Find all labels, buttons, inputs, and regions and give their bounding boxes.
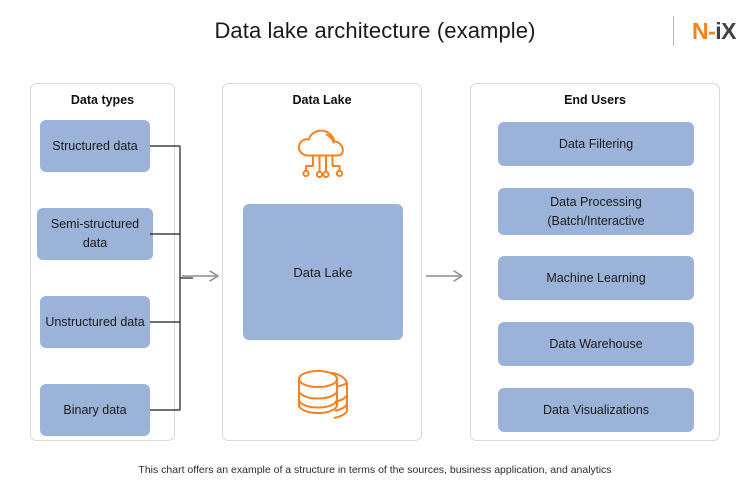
end-user-box-data-filtering[interactable]: Data Filtering [498,122,694,166]
data-type-box-semi-structured[interactable]: Semi-structured data [37,208,153,260]
end-user-box-data-processing[interactable]: Data Processing (Batch/Interactive [498,188,694,235]
panel-title-data-types: Data types [70,93,135,107]
data-type-box-unstructured[interactable]: Unstructured data [40,296,150,348]
end-user-box-machine-learning[interactable]: Machine Learning [498,256,694,300]
panel-title-end-users: End Users [564,93,626,107]
data-type-box-structured[interactable]: Structured data [40,120,150,172]
logo-text: N-iX [691,17,737,45]
panel-title-data-lake: Data Lake [292,93,352,107]
data-type-box-binary[interactable]: Binary data [40,384,150,436]
chart-caption: This chart offers an example of a struct… [138,464,612,476]
data-lake-center-box[interactable]: Data Lake [243,204,403,340]
panel-end-users: End Users Data Filtering Data Processing… [470,83,720,441]
logo-text-dark: iX [715,17,736,44]
brand-logo: N-iX [672,14,737,48]
arrow-datatypes-to-datalake [182,270,219,282]
database-stack-icon [298,370,348,419]
logo-divider [672,16,674,46]
page-header: Data lake architecture (example) N-iX [0,0,750,68]
page-title: Data lake architecture (example) [214,18,536,43]
arrow-datalake-to-endusers [426,270,463,282]
panel-data-types: Data types Structured data Semi-structur… [30,83,193,441]
logo-text-orange: N- [691,17,716,44]
panel-data-lake: Data Lake Data Lake [222,83,422,441]
cloud-iot-icon [298,129,344,179]
end-user-box-data-visualizations[interactable]: Data Visualizations [498,388,694,432]
end-user-box-data-warehouse[interactable]: Data Warehouse [498,322,694,366]
